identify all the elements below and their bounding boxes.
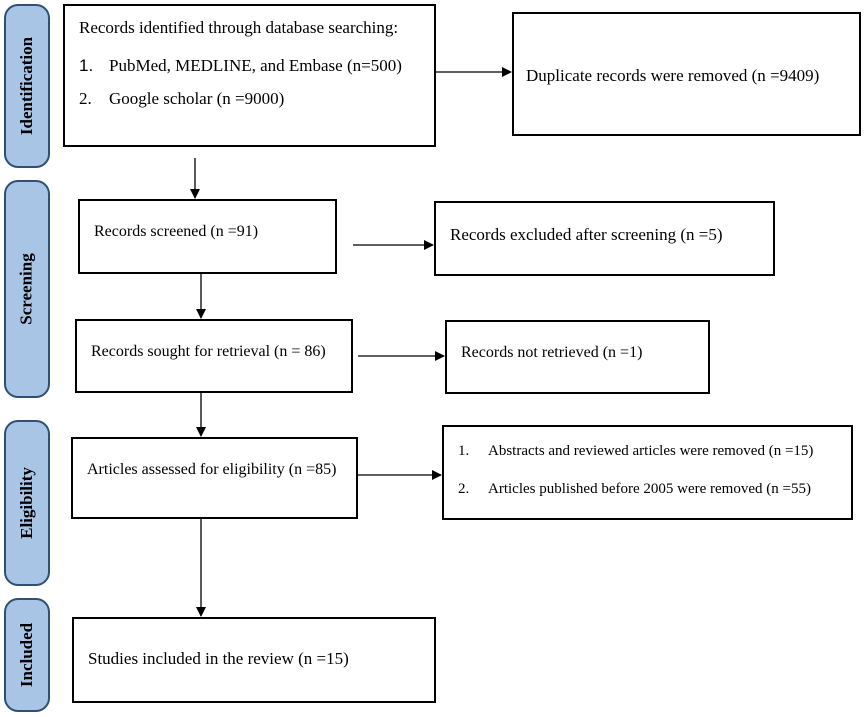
- list-text: Articles published before 2005 were remo…: [488, 481, 811, 497]
- stage-screening-label: Screening: [17, 253, 36, 325]
- records-screened-box: Records screened (n =91): [78, 199, 337, 274]
- list-text: PubMed, MEDLINE, and Embase (n=500): [109, 56, 402, 75]
- list-text: Google scholar (n =9000): [109, 89, 285, 108]
- records-excluded-text: Records excluded after screening (n =5): [450, 225, 723, 244]
- articles-assessed-box: Articles assessed for eligibility (n =85…: [71, 437, 358, 519]
- studies-included-box: Studies included in the review (n =15): [72, 617, 436, 703]
- stage-screening: Screening: [4, 180, 50, 398]
- records-screened-text: Records screened (n =91): [94, 223, 259, 240]
- articles-removed-item: 1. Abstracts and reviewed articles were r…: [458, 443, 813, 460]
- list-text: Abstracts and reviewed articles were rem…: [488, 443, 814, 459]
- stage-included: Included: [4, 598, 50, 712]
- records-identified-title: Records identified through database sear…: [79, 18, 399, 37]
- stage-eligibility: Eligibility: [4, 420, 50, 586]
- records-sought-box: Records sought for retrieval (n = 86): [75, 319, 353, 393]
- records-excluded-box: Records excluded after screening (n =5): [434, 201, 775, 276]
- list-number: 2.: [458, 481, 470, 497]
- articles-removed-item: 2. Articles published before 2005 were re…: [458, 481, 811, 498]
- duplicates-removed-text: Duplicate records were removed (n =9409): [526, 66, 820, 85]
- list-number: 1.: [79, 56, 94, 75]
- stage-included-label: Included: [17, 622, 36, 688]
- stage-identification-label: Identification: [17, 36, 37, 136]
- articles-assessed-text: Articles assessed for eligibility (n =85…: [87, 461, 337, 478]
- stage-identification: Identification: [4, 4, 50, 168]
- list-number: 1.: [458, 443, 470, 459]
- records-not-retrieved-text: Records not retrieved (n =1): [461, 344, 643, 361]
- records-not-retrieved-box: Records not retrieved (n =1): [445, 320, 710, 394]
- list-number: 2.: [79, 89, 92, 108]
- studies-included-text: Studies included in the review (n =15): [88, 649, 349, 668]
- duplicates-removed-box: Duplicate records were removed (n =9409): [512, 12, 861, 136]
- records-sought-text: Records sought for retrieval (n = 86): [91, 343, 326, 360]
- records-identified-box: Records identified through database sear…: [63, 4, 436, 147]
- stage-eligibility-label: Eligibility: [17, 467, 37, 539]
- articles-removed-box: 1. Abstracts and reviewed articles were r…: [442, 425, 853, 520]
- records-identified-item: 2. Google scholar (n =9000): [79, 89, 284, 109]
- records-identified-item: 1. PubMed, MEDLINE, and Embase (n=500): [79, 56, 402, 76]
